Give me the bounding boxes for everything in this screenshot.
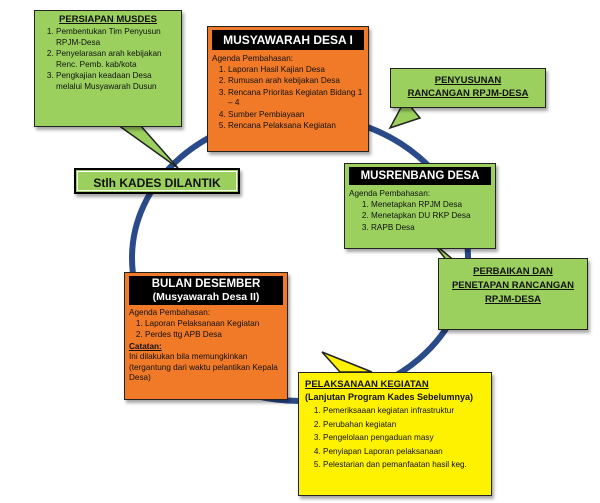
- perbaikan-box: PERBAIKAN DAN PENETAPAN RANCANGAN RPJM-D…: [438, 258, 588, 330]
- list-item: Rumusan arah kebijakan Desa: [228, 76, 364, 87]
- list-item: Rencana Prioritas Kegiatan Bidang 1 – 4: [228, 88, 364, 109]
- penyusunan-pointer: [388, 98, 422, 130]
- bulan-title: BULAN DESEMBER: [129, 276, 283, 291]
- list-item: Sumber Pembiayaan: [228, 110, 364, 121]
- list-item: Pengkajian keadaan Desa melalui Musyawar…: [56, 71, 176, 92]
- musrenbang-box: MUSRENBANG DESA Agenda Pembahasan: Menet…: [344, 163, 496, 249]
- list-item: Perdes ttg APB Desa: [145, 330, 283, 341]
- kades-dilantik-box: Stlh KADES DILANTIK: [74, 168, 240, 194]
- bulan-subtitle: (Musyawarah Desa II): [129, 291, 283, 305]
- list-item: Penyelarasan arah kebijakan Renc. Pemb. …: [56, 49, 176, 70]
- list-item: Pemeriksaaan kegiatan infrastruktur: [323, 405, 485, 418]
- bulan-desember-box: BULAN DESEMBER (Musyawarah Desa II) Agen…: [124, 272, 288, 400]
- persiapan-musdes-box: PERSIAPAN MUSDES Pembentukan Tim Penyusu…: [34, 10, 182, 127]
- musyawarah-desa-1-box: MUSYAWARAH DESA I Agenda Pembahasan: Lap…: [207, 26, 369, 152]
- musrenbang-agenda-label: Agenda Pembahasan:: [349, 189, 431, 198]
- list-item: Penyiapan Laporan pelaksanaan: [323, 446, 485, 459]
- musrenbang-title: MUSRENBANG DESA: [349, 167, 491, 185]
- list-item: Laporan Pelaksanaan Kegiatan: [145, 319, 283, 330]
- perbaikan-line3: RPJM-DESA: [485, 294, 541, 305]
- pelaksanaan-list: Pemeriksaaan kegiatan infrastruktur Peru…: [305, 405, 485, 472]
- pelaksanaan-pointer: [321, 351, 373, 373]
- pelaksanaan-title: PELAKSANAAN KEGIATAN: [305, 379, 429, 390]
- persiapan-list: Pembentukan Tim Penyusun RPJM-Desa Penye…: [40, 27, 176, 92]
- perbaikan-line1: PERBAIKAN DAN: [473, 266, 553, 277]
- penyusunan-box: PENYUSUNAN RANCANGAN RPJM-DESA: [390, 68, 546, 108]
- perbaikan-line2: PENETAPAN RANCANGAN: [451, 280, 575, 291]
- pelaksanaan-subtitle: (Lanjutan Program Kades Sebelumnya): [305, 392, 474, 402]
- musdes1-list: Laporan Hasil Kajian Desa Rumusan arah k…: [212, 65, 364, 132]
- list-item: Laporan Hasil Kajian Desa: [228, 65, 364, 76]
- penyusunan-line2: RANCANGAN RPJM-DESA: [407, 88, 529, 99]
- list-item: Pelestarian dan pemanfaatan hasil keg.: [323, 459, 485, 472]
- bulan-agenda-label: Agenda Pembahasan:: [129, 308, 211, 317]
- list-item: Perubahan kegiatan: [323, 419, 485, 432]
- persiapan-title: PERSIAPAN MUSDES: [58, 14, 157, 25]
- list-item: Pengelolaan pengaduan masy: [323, 432, 485, 445]
- list-item: RAPB Desa: [371, 223, 491, 234]
- bulan-catatan-label: Catatan:: [129, 341, 162, 351]
- list-item: Rencana Pelaksana Kegiatan: [228, 121, 364, 132]
- persiapan-pointer: [115, 124, 179, 169]
- list-item: Pembentukan Tim Penyusun RPJM-Desa: [56, 27, 176, 48]
- bulan-catatan-text: Ini dilakukan bila memungkinkan (tergant…: [129, 352, 278, 382]
- musdes1-agenda-label: Agenda Pembahasan:: [212, 54, 294, 63]
- musrenbang-list: Menetapkan RPJM Desa Menetapkan DU RKP D…: [349, 200, 491, 234]
- kades-label: Stlh KADES DILANTIK: [93, 176, 221, 190]
- musdes1-title: MUSYAWARAH DESA I: [212, 30, 364, 50]
- list-item: Menetapkan RPJM Desa: [371, 200, 491, 211]
- bulan-list: Laporan Pelaksanaan Kegiatan Perdes ttg …: [129, 319, 283, 341]
- pelaksanaan-box: PELAKSANAAN KEGIATAN (Lanjutan Program K…: [298, 372, 492, 496]
- penyusunan-line1: PENYUSUNAN: [434, 75, 502, 86]
- list-item: Menetapkan DU RKP Desa: [371, 211, 491, 222]
